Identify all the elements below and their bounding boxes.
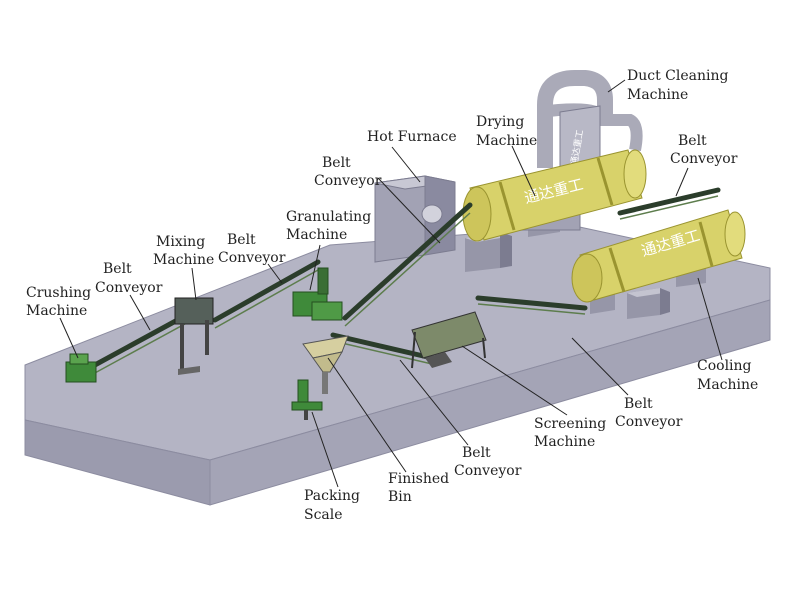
label-granulating: Granulating [286, 209, 371, 225]
leader-drying [511, 145, 536, 197]
label-belt-right-2: Conveyor [615, 414, 683, 430]
label-crushing-2: Machine [26, 303, 87, 319]
labels: Duct Cleaning Machine Drying Machine Hot… [26, 68, 758, 523]
belt-conveyor-screening-to-granulating [330, 332, 435, 365]
label-belt-mid-2: Conveyor [218, 250, 286, 266]
belt-conveyor-mixing-to-granulating [212, 259, 321, 329]
leader-finished-bin [327, 357, 407, 473]
leader-cooling [697, 277, 723, 361]
packing-scale [291, 379, 323, 420]
label-belt-bottom-2: Conveyor [454, 463, 522, 479]
label-duct-cleaning-2: Machine [627, 87, 688, 103]
label-belt-left-2: Conveyor [95, 280, 163, 296]
label-screening: Screening [534, 416, 606, 432]
label-screening-2: Machine [534, 434, 595, 450]
label-drying-2: Machine [476, 133, 537, 149]
belt-conveyor-cooler-to-screening [475, 295, 588, 315]
label-mixing-2: Machine [153, 252, 214, 268]
label-belt-left: Belt [103, 261, 132, 277]
belt-conveyor-dryer-to-cooler [617, 187, 721, 220]
leader-hot-furnace [391, 146, 421, 183]
label-belt-right: Belt [624, 396, 653, 412]
label-belt-mid: Belt [227, 232, 256, 248]
label-cooling: Cooling [697, 358, 752, 374]
leader-screening [461, 345, 568, 416]
label-belt-top-left: Belt [322, 155, 351, 171]
label-cooling-2: Machine [697, 377, 758, 393]
leader-lines [59, 79, 723, 488]
leader-granulating [309, 244, 321, 291]
leader-duct-cleaning [607, 79, 626, 93]
granulating-machine [292, 267, 343, 321]
label-duct-cleaning: Duct Cleaning [627, 68, 728, 84]
hot-furnace [374, 175, 456, 263]
leader-belt-left [129, 294, 151, 331]
label-packing-scale-2: Scale [304, 507, 343, 523]
label-finished-bin-2: Bin [388, 489, 412, 505]
mixing-machine [174, 297, 214, 375]
platform-right-face [209, 299, 771, 506]
label-mixing: Mixing [156, 234, 205, 250]
leader-packing-scale [311, 411, 339, 488]
belt-conveyors [79, 187, 721, 381]
label-packing-scale: Packing [304, 488, 360, 504]
leader-belt-top-left [377, 177, 441, 244]
label-belt-top-right: Belt [678, 133, 707, 149]
leader-belt-mid [267, 263, 283, 284]
label-drying: Drying [476, 114, 524, 130]
label-belt-bottom: Belt [462, 445, 491, 461]
leader-mixing [191, 267, 197, 301]
drying-machine-drum: 通达重工 [462, 149, 647, 242]
screening-machine [411, 311, 487, 369]
label-crushing: Crushing [26, 285, 91, 301]
label-finished-bin: Finished [388, 471, 449, 487]
leader-belt-top-right [675, 167, 689, 197]
label-hot-furnace: Hot Furnace [367, 129, 457, 145]
leader-belt-right [571, 337, 629, 396]
leader-crushing [59, 317, 79, 359]
support-block [627, 288, 670, 319]
crushing-machine [65, 353, 97, 383]
label-belt-top-left-2: Conveyor [314, 173, 382, 189]
leader-belt-bottom [399, 359, 469, 446]
belt-conveyor-granulating-to-dryer [342, 202, 473, 327]
finished-bin [302, 335, 349, 394]
label-belt-top-right-2: Conveyor [670, 151, 738, 167]
label-granulating-2: Machine [286, 227, 347, 243]
